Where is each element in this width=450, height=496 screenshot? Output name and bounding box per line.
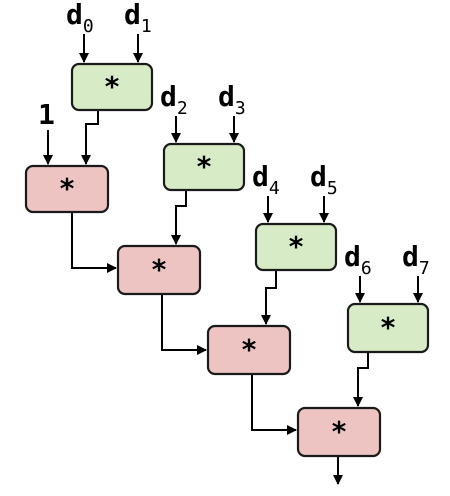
input-base: 1 <box>38 98 55 131</box>
input-label-d7: d7 <box>402 240 430 279</box>
input-label-one: 1 <box>38 98 55 131</box>
input-subscript: 7 <box>419 258 430 279</box>
input-subscript: 1 <box>141 16 152 37</box>
input-subscript: 3 <box>235 98 246 119</box>
input-subscript: 6 <box>361 258 372 279</box>
operator-g4: * <box>346 302 430 354</box>
operator-box <box>346 302 430 354</box>
operator-r2: * <box>116 244 202 296</box>
input-label-d1: d1 <box>124 0 152 37</box>
operator-symbol: * <box>380 311 397 344</box>
input-label-d5: d5 <box>310 160 338 199</box>
wire-r1-to-r2 <box>71 212 117 273</box>
input-base: d <box>160 80 177 113</box>
input-subscript: 2 <box>177 98 188 119</box>
operator-box <box>116 244 202 296</box>
input-base: d <box>310 160 327 193</box>
input-label-d6: d6 <box>344 240 372 279</box>
input-base: d <box>252 160 269 193</box>
operator-box <box>254 222 338 272</box>
input-base: d <box>66 0 83 31</box>
wire-g1-to-r1 <box>81 110 99 165</box>
wire-g4-to-r4 <box>353 352 369 407</box>
wire-g3-to-r3 <box>261 270 277 325</box>
input-base: d <box>344 240 361 273</box>
operator-box <box>24 164 110 214</box>
inputs-layer: d0 d1 1 d2 d3 d4 d5 d6 d7 <box>38 0 430 279</box>
wires-layer <box>43 34 423 485</box>
input-base: d <box>218 80 235 113</box>
input-subscript: 5 <box>327 178 338 199</box>
operator-symbol: * <box>288 230 305 263</box>
input-subscript: 0 <box>83 16 94 37</box>
wire-g2-to-r2 <box>171 190 187 245</box>
input-label-d3: d3 <box>218 80 246 119</box>
operator-g2: * <box>162 142 246 192</box>
operator-symbol: * <box>151 253 168 286</box>
input-base: d <box>124 0 141 31</box>
operator-r3: * <box>206 324 292 376</box>
operators-layer: * * * * * * * * <box>24 62 430 458</box>
operator-r4: * <box>296 406 382 458</box>
operator-g1: * <box>70 62 154 112</box>
wire-r2-to-r3 <box>161 294 207 355</box>
wire-r3-to-r4 <box>251 374 297 435</box>
operator-symbol: * <box>241 333 258 366</box>
operator-symbol: * <box>104 70 121 103</box>
operator-symbol: * <box>196 150 213 183</box>
input-label-d2: d2 <box>160 80 188 119</box>
operator-box <box>206 324 292 376</box>
operator-g3: * <box>254 222 338 272</box>
input-subscript: 4 <box>269 178 280 199</box>
operator-symbol: * <box>59 172 76 205</box>
operator-r1: * <box>24 164 110 214</box>
input-label-d0: d0 <box>66 0 94 37</box>
operator-box <box>70 62 154 112</box>
operator-symbol: * <box>331 415 348 448</box>
input-label-d4: d4 <box>252 160 280 199</box>
operator-box <box>162 142 246 192</box>
operator-box <box>296 406 382 458</box>
input-base: d <box>402 240 419 273</box>
